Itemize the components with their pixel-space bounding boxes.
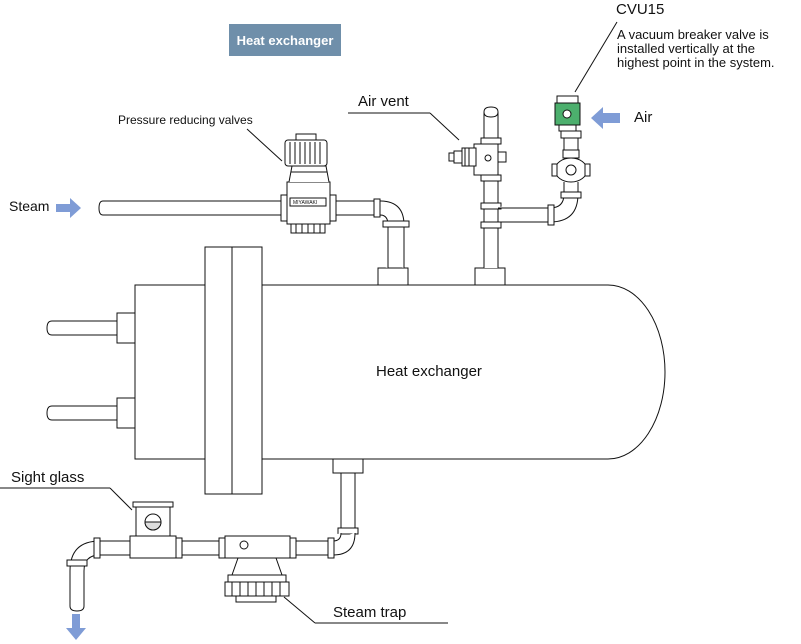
valve-brand-text: MIYAWAKI	[293, 200, 317, 206]
pressure-reducing-valve	[280, 133, 337, 234]
top-nozzle-steam	[377, 267, 409, 286]
top-nozzle-vent	[474, 267, 506, 286]
air-label: Air	[634, 109, 653, 126]
steam-trap-label: Steam trap	[333, 604, 407, 621]
cvu15-label: CVU15	[616, 1, 665, 18]
vacuum-breaker-note: A vacuum breaker valve is installed vert…	[617, 28, 775, 70]
vacuum-note-line-2: installed vertically at the	[617, 41, 756, 56]
condensate-pipe	[69, 532, 356, 612]
air-vent-valve	[448, 143, 507, 176]
heat-exchanger-flange	[204, 246, 263, 495]
globe-valve	[551, 149, 591, 183]
sight-glass	[129, 501, 177, 559]
vacuum-note-line-3: highest point in the system.	[617, 55, 775, 70]
steam-inlet-label: Steam	[9, 198, 50, 214]
bottom-nozzle	[332, 458, 364, 474]
prv-label: Pressure reducing valves	[118, 113, 253, 127]
vent-riser-pipe	[483, 111, 499, 268]
left-nozzle-upper	[116, 312, 136, 344]
steam-trap	[224, 535, 291, 603]
cvu15-vacuum-breaker	[554, 95, 581, 132]
steam-in-arrow-icon	[56, 198, 81, 218]
vacuum-note-line-1: A vacuum breaker valve is	[617, 27, 769, 42]
heat-exchanger-shell	[134, 284, 666, 460]
air-in-arrow-icon	[591, 107, 620, 129]
sight-glass-label: Sight glass	[11, 469, 85, 486]
leader-lines	[0, 21, 618, 624]
heat-exchanger-label: Heat exchanger	[376, 363, 482, 380]
title-badge: Heat exchanger	[229, 24, 341, 56]
outlet-down-pipe	[340, 473, 356, 533]
air-vent-label: Air vent	[358, 93, 409, 110]
drain-down-arrow-icon	[66, 614, 86, 640]
vacuum-branch-pipe	[498, 182, 579, 223]
left-nozzle-lower	[116, 397, 136, 429]
